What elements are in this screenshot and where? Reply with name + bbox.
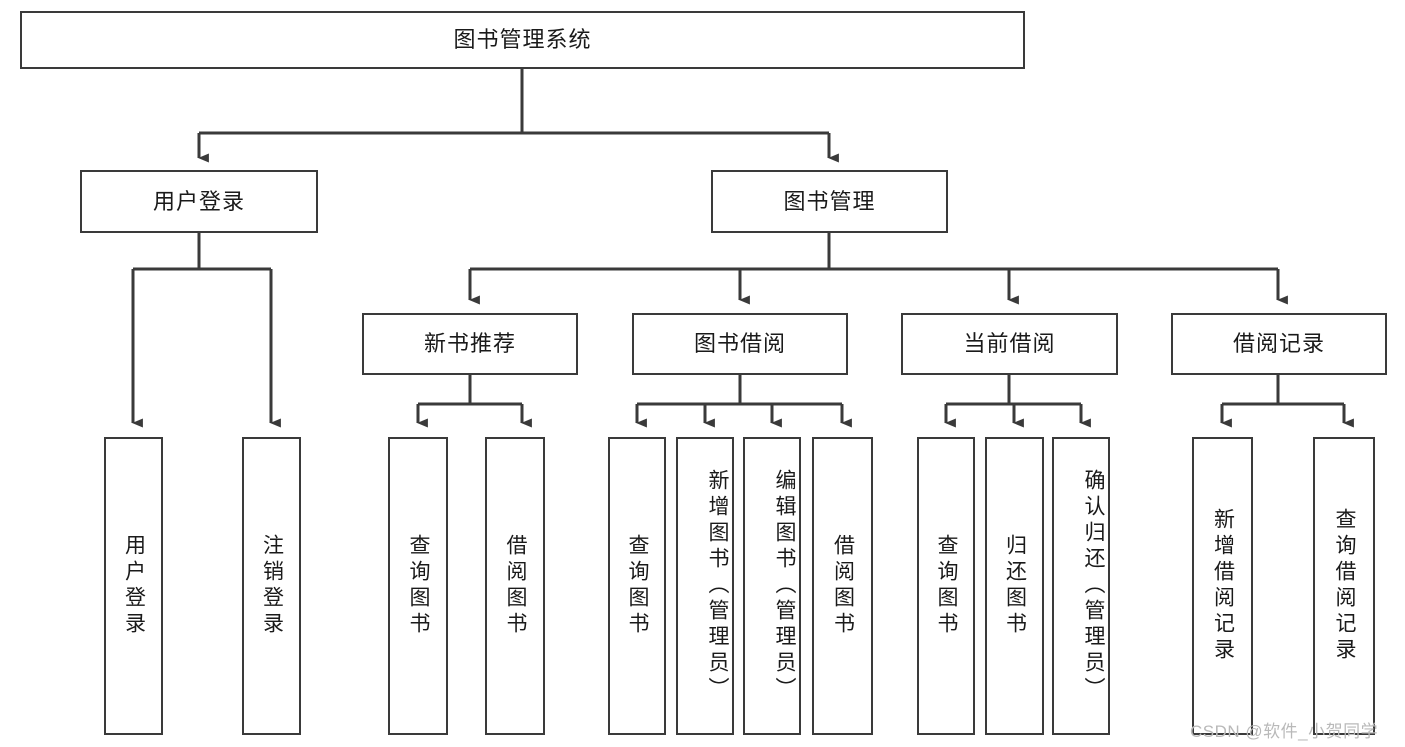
leaf-borrow-book-2-label: 借阅图书 [831,534,855,638]
leaf-confirm-return-label: 确认归还（管理员） [1082,469,1105,703]
leaf-edit-book[interactable]: 编辑图书（管理员） [743,437,801,735]
leaf-add-record-label: 新增借阅记录 [1211,508,1235,664]
leaf-query-book-3[interactable]: 查询图书 [917,437,975,735]
leaf-borrow-book-2[interactable]: 借阅图书 [812,437,873,735]
node-book-manage[interactable]: 图书管理 [711,170,948,233]
leaf-confirm-return[interactable]: 确认归还（管理员） [1052,437,1110,735]
leaf-add-record[interactable]: 新增借阅记录 [1192,437,1253,735]
csdn-watermark: CSDN @软件_小贺同学 [1190,722,1379,741]
node-root-label: 图书管理系统 [453,27,592,53]
leaf-query-book-1-label: 查询图书 [407,534,430,638]
leaf-edit-book-label: 编辑图书（管理员） [773,469,796,703]
node-book-manage-label: 图书管理 [783,188,876,214]
node-borrow-record-label: 借阅记录 [1232,331,1325,357]
node-user-login[interactable]: 用户登录 [80,170,318,233]
node-new-book-recommend-label: 新书推荐 [423,331,516,357]
node-root[interactable]: 图书管理系统 [20,11,1025,69]
node-user-login-label: 用户登录 [152,188,245,214]
node-borrow-record[interactable]: 借阅记录 [1171,313,1387,375]
leaf-borrow-book-1[interactable]: 借阅图书 [485,437,545,735]
leaf-query-record-label: 查询借阅记录 [1333,508,1356,664]
leaf-query-record[interactable]: 查询借阅记录 [1313,437,1375,735]
node-book-borrow-label: 图书借阅 [693,331,786,357]
node-book-borrow[interactable]: 图书借阅 [632,313,848,375]
node-current-borrow[interactable]: 当前借阅 [901,313,1118,375]
leaf-add-book-label: 新增图书（管理员） [706,469,729,703]
leaf-query-book-2[interactable]: 查询图书 [608,437,666,735]
leaf-query-book-3-label: 查询图书 [935,534,958,638]
leaf-add-book[interactable]: 新增图书（管理员） [676,437,734,735]
leaf-user-login[interactable]: 用户登录 [104,437,163,735]
leaf-borrow-book-1-label: 借阅图书 [504,534,527,638]
leaf-logout-label: 注销登录 [260,534,284,638]
leaf-return-book-label: 归还图书 [1003,534,1027,638]
node-new-book-recommend[interactable]: 新书推荐 [362,313,578,375]
leaf-user-login-label: 用户登录 [122,534,146,638]
leaf-query-book-2-label: 查询图书 [626,534,649,638]
leaf-return-book[interactable]: 归还图书 [985,437,1044,735]
leaf-query-book-1[interactable]: 查询图书 [388,437,448,735]
leaf-logout[interactable]: 注销登录 [242,437,301,735]
node-current-borrow-label: 当前借阅 [963,331,1056,357]
